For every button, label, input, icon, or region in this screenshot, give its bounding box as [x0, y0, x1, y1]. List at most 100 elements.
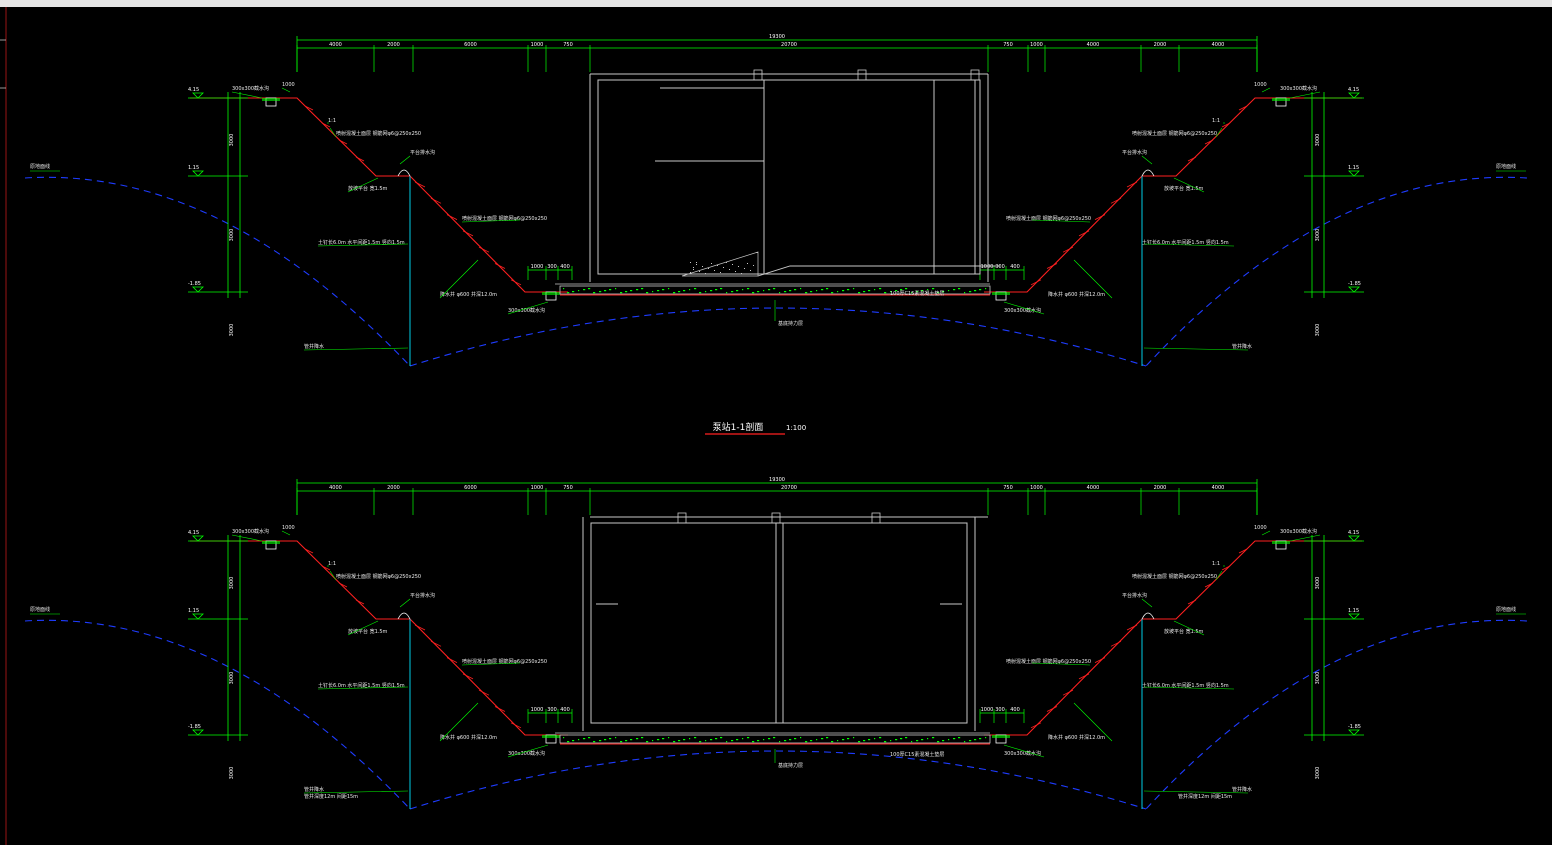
gravel-dot	[843, 739, 845, 741]
gravel-dot	[720, 288, 722, 290]
gravel-dot	[943, 740, 945, 742]
title-bar	[0, 0, 1552, 7]
gravel-dot	[806, 741, 808, 743]
gravel-dot	[979, 738, 981, 740]
segment-dimension-text: 6000	[464, 485, 477, 491]
pump-room-interior	[597, 79, 981, 275]
slope-dot	[705, 273, 706, 274]
slope-dot	[747, 263, 748, 264]
annotation-leader	[1289, 534, 1321, 542]
segment-dimension-text: 4000	[329, 485, 342, 491]
gravel-dot	[631, 290, 633, 292]
bottom-dimension-text: 1000	[531, 707, 544, 713]
gravel-dot	[884, 741, 886, 743]
slope-dot	[708, 268, 709, 269]
annotation-label: 管井降水	[304, 786, 324, 793]
annotation-label: 喷射混凝土面层 钢筋网φ6@250x250	[1006, 658, 1091, 665]
gravel-dot	[642, 737, 644, 739]
gravel-dot	[637, 289, 639, 291]
soil-nail-hatch	[446, 214, 458, 220]
gravel-dot	[684, 739, 686, 741]
gravel-dot	[588, 737, 590, 739]
elevation-triangle	[192, 535, 204, 542]
slope-dot	[690, 262, 691, 263]
segment-dimension-text: 2000	[387, 485, 400, 491]
annotation-leader	[439, 702, 479, 742]
ditch-hatch	[262, 98, 280, 101]
gravel-dot	[970, 291, 972, 293]
annotation-label: 300x300截水沟	[1280, 85, 1317, 92]
ground-line-arc	[1145, 619, 1528, 810]
gravel-dot	[938, 292, 940, 294]
gravel-dot	[583, 289, 585, 291]
ditch-hatch	[992, 292, 1010, 295]
annotation-label: 1:1	[1212, 118, 1220, 124]
soil-nail-hatch	[1187, 599, 1197, 605]
gravel-dot	[710, 290, 712, 292]
roof-pier	[771, 512, 781, 524]
gravel-dot	[604, 739, 606, 741]
gravel-dot	[584, 289, 586, 291]
annotation-label: 降水井 φ600 井深12.0m	[1048, 291, 1105, 298]
segment-dimension-text: 4000	[1212, 42, 1225, 48]
roof-pier	[753, 69, 763, 81]
gravel-dot	[573, 291, 575, 293]
gravel-dot	[906, 288, 908, 290]
gravel-dot	[794, 289, 796, 291]
ground-line-arc	[1145, 176, 1528, 367]
soil-nail-hatch	[304, 548, 314, 554]
annotation-leader	[317, 243, 409, 247]
slope-dot	[696, 262, 697, 263]
ditch-hatch	[542, 735, 560, 738]
annotation-leader	[1143, 686, 1235, 690]
ground-line-arc	[24, 176, 411, 367]
gravel-dot	[773, 288, 775, 290]
gravel-dot	[726, 292, 728, 294]
soil-nail-hatch	[1238, 548, 1248, 554]
segment-dimension-text: 4000	[329, 42, 342, 48]
ditch-hatch	[992, 735, 1010, 738]
annotation-label: 基底持力层	[778, 320, 803, 327]
excavation-profile	[984, 97, 1362, 293]
gravel-dot	[900, 738, 902, 740]
gravel-dot	[869, 739, 871, 741]
gravel-dot	[604, 290, 606, 292]
gravel-dot	[663, 289, 665, 291]
annotation-leader	[303, 790, 409, 794]
gravel-dot	[922, 739, 924, 741]
annotation-leader	[1143, 243, 1235, 247]
segment-dimension-text: 750	[563, 485, 573, 491]
gravel-dot	[864, 740, 866, 742]
bottom-dimension-text: 300	[995, 264, 1005, 270]
annotation-leader	[317, 686, 409, 690]
gravel-dot	[757, 291, 759, 293]
gravel-dot	[848, 738, 850, 740]
gravel-dot	[578, 290, 580, 292]
vertical-dimension-text: 3000	[1315, 324, 1321, 337]
vertical-dimension-text: 3000	[229, 134, 235, 147]
gravel-dot	[673, 741, 675, 743]
elevation-text: -1.85	[1348, 724, 1361, 730]
gravel-dot	[917, 740, 919, 742]
slope-dot	[732, 264, 733, 265]
annotation-label: 平台排水沟	[1122, 149, 1147, 156]
gravel-dot	[626, 291, 628, 293]
pump-room-interior	[590, 522, 968, 724]
platform-drain-symbol	[1141, 612, 1155, 620]
gravel-dot	[932, 737, 934, 739]
soil-nail-hatch	[430, 640, 442, 647]
gravel-dot	[578, 739, 580, 741]
segment-dimension-text: 1000	[1030, 42, 1043, 48]
gravel-dot	[942, 740, 944, 742]
roof-pier	[970, 69, 980, 81]
gravel-dot	[769, 738, 771, 740]
annotation-leader	[461, 662, 521, 666]
gravel-dot	[958, 737, 960, 739]
segment-dimension-text: 750	[1003, 42, 1013, 48]
gravel-dot	[568, 741, 570, 743]
annotation-label: 1000	[1254, 525, 1267, 531]
gravel-dot	[974, 739, 976, 741]
annotation-leader	[1289, 91, 1321, 99]
